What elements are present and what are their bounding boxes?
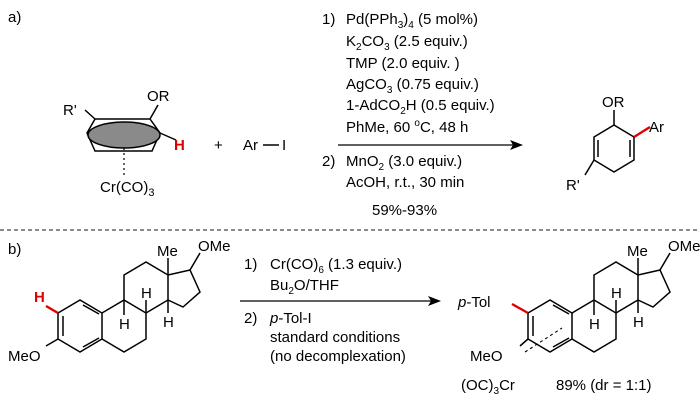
reactant-b-h1-label: H [141,285,152,302]
product-a-r-label: R' [566,177,580,194]
conditions-b: 1) Cr(CO)6 (1.3 equiv.) Bu2O/THF 2) p-To… [240,256,441,365]
solvent-temperature: PhMe, 60 oC, 48 h [346,118,468,136]
yield-b: 89% (dr = 1:1) [556,377,651,394]
product-b-ome-label: OMe [668,238,700,255]
reactant-b-h3-label: H [163,314,174,331]
conditions-a: 1) Pd(PPh3)4 (5 mol%) K2CO3 (2.5 equiv.)… [322,11,523,219]
reaction-arrow-b-head [428,296,441,306]
product-b-h1-label: H [611,285,622,302]
iodide-label: I [282,137,286,154]
standard-conditions: standard conditions [270,329,400,346]
product-b-double-3 [552,337,570,348]
reactant-a-cr-label: Cr(CO)3 [100,179,154,199]
aryl-label: Ar [243,137,258,154]
plus-sign: + [214,137,223,154]
reactant-b-meo-label: MeO [8,348,41,365]
product-a-r-bond [584,159,595,176]
reactant-a-structure: OR R' H Cr(CO)3 [63,88,185,199]
product-a-structure: OR Ar R' [566,94,664,194]
reactant-a-o-bond [149,104,159,120]
product-b-ring-b [571,299,617,353]
product-b-meo-bond [519,338,529,347]
tmp-reagent: TMP (2.0 equiv. ) [346,55,460,72]
reactant-a-r-label: R' [63,102,77,119]
step-2-number: 2) [322,153,335,170]
reactant-b-methyl-label: Me [157,243,178,260]
product-b-new-cc-bond [511,302,529,315]
base-reagent: K2CO3 (2.5 equiv.) [346,33,468,53]
part-a-label: a) [8,9,21,26]
oxidant-reagent: MnO2 (3.0 equiv.) [346,153,462,173]
reactant-b-double-2 [82,304,100,315]
reactant-b-h2-label: H [119,316,130,333]
reactant-b-ch-bond [45,304,59,315]
reactant-a-h-bond [159,132,177,141]
product-a-ring [593,124,635,173]
reactant-b-ring-a [57,299,103,353]
product-a-ar-label: Ar [649,119,664,136]
product-b-meo-label: MeO [470,348,503,365]
product-a-new-cc-bond [633,125,651,139]
reactant-b-ring-c [123,261,169,314]
part-b-label: b) [8,241,21,258]
product-b-cr-dashed-bond [524,327,563,353]
reactant-b-ome-bond [189,252,201,271]
silver-reagent: AgCO3 (0.75 equiv.) [346,76,479,96]
product-b-structure: p-Tol MeO OMe Me H H H (OC)3Cr 89% (dr =… [457,238,700,397]
yield-a: 59%-93% [372,202,437,219]
chromium-reagent: Cr(CO)6 (1.3 equiv.) [270,256,402,276]
reactant-b-ome-label: OMe [198,238,231,255]
acid-workup: AcOH, r.t., 30 min [346,174,464,191]
product-a-or-label: OR [602,94,625,111]
pd-catalyst: Pd(PPh3)4 (5 mol%) [346,11,478,31]
reactant-a-h-label: H [174,137,185,154]
reactant-b-ring-b [101,299,147,353]
product-b-ome-bond [659,252,671,271]
step-1-number-b: 1) [244,256,257,273]
reactant-a-pi-ellipse [87,121,161,149]
product-b-h3-label: H [633,314,644,331]
product-b-ring-c [593,261,639,314]
tolyl-iodide-reagent: p-Tol-I [269,310,312,327]
product-b-cr-label: (OC)3Cr [461,377,515,397]
product-b-ring-d [637,269,671,308]
reactant-b-h-label: H [34,289,45,306]
product-b-double-2 [552,304,570,315]
reactant-a-r-bond [84,109,96,120]
solvent-b: Bu2O/THF [270,277,339,297]
product-b-h2-label: H [589,316,600,333]
step-1-number: 1) [322,11,335,28]
acid-additive: 1-AdCO2H (0.5 equiv.) [346,97,495,117]
product-b-tolyl-label: p-Tol [457,294,491,311]
reactant-a-or-label: OR [147,88,170,105]
no-decomplexation: (no decomplexation) [270,348,406,365]
reactant-b-double-3 [82,337,100,348]
product-b-ring-a [527,299,573,353]
reaction-arrow-a-head [510,140,523,150]
aryl-iodide: Ar I [243,137,286,154]
reactant-b-meo-bond [45,338,59,347]
step-2-number-b: 2) [244,310,257,327]
reactant-b-ring-d [167,269,201,308]
reactant-b-structure: H MeO OMe Me H H H [8,238,231,365]
product-b-methyl-label: Me [627,243,648,260]
